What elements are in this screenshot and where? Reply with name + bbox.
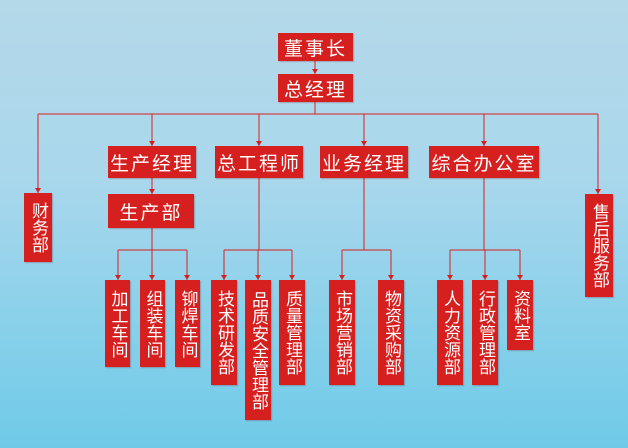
connector-arrow-47 (517, 275, 523, 280)
connector-arrow-1 (312, 69, 318, 74)
box-assembly-workshop: 组装车间 (140, 280, 165, 367)
box-general-office: 综合办公室 (429, 146, 539, 178)
box-hr-dept: 人力资源部 (437, 280, 463, 385)
connector-arrow-21 (115, 275, 121, 280)
connector-arrow-5 (35, 188, 41, 193)
box-marketing-dept: 市场营销部 (329, 280, 355, 385)
box-quality-safety-dept: 品质安全管理部 (245, 280, 271, 420)
box-production-dept: 生产部 (108, 194, 194, 228)
box-archive-room: 资料室 (507, 280, 533, 350)
connector-arrow-11 (361, 141, 367, 146)
connector-arrow-45 (482, 275, 488, 280)
box-riveting-workshop: 铆焊车间 (175, 280, 200, 367)
connector-arrow-9 (256, 141, 262, 146)
connector-arrow-43 (447, 275, 453, 280)
box-after-sales: 售后服务部 (585, 194, 613, 297)
box-admin-dept: 行政管理部 (472, 280, 498, 385)
connector-arrow-37 (339, 275, 345, 280)
connector-arrow-31 (255, 275, 261, 280)
box-processing-workshop: 加工车间 (105, 280, 130, 367)
connector-arrow-23 (149, 275, 155, 280)
box-chief-engineer: 总工程师 (215, 146, 303, 178)
box-production-manager: 生产经理 (108, 146, 196, 178)
connector-arrow-33 (289, 275, 295, 280)
box-quality-management-dept: 质量管理部 (279, 280, 305, 385)
connector-arrow-15 (595, 189, 601, 194)
box-general-manager: 总经理 (278, 74, 353, 102)
box-rnd-dept: 技术研发部 (211, 280, 237, 385)
connector-arrow-29 (221, 275, 227, 280)
connector-arrow-39 (388, 275, 394, 280)
connector-arrow-17 (149, 189, 155, 194)
box-chairman: 董事长 (278, 33, 353, 61)
connector-arrow-13 (481, 141, 487, 146)
box-finance: 财务部 (24, 193, 52, 262)
box-procurement-dept: 物资采购部 (378, 280, 404, 385)
box-business-manager: 业务经理 (320, 146, 408, 178)
connector-arrow-7 (149, 141, 155, 146)
connector-arrow-25 (184, 275, 190, 280)
